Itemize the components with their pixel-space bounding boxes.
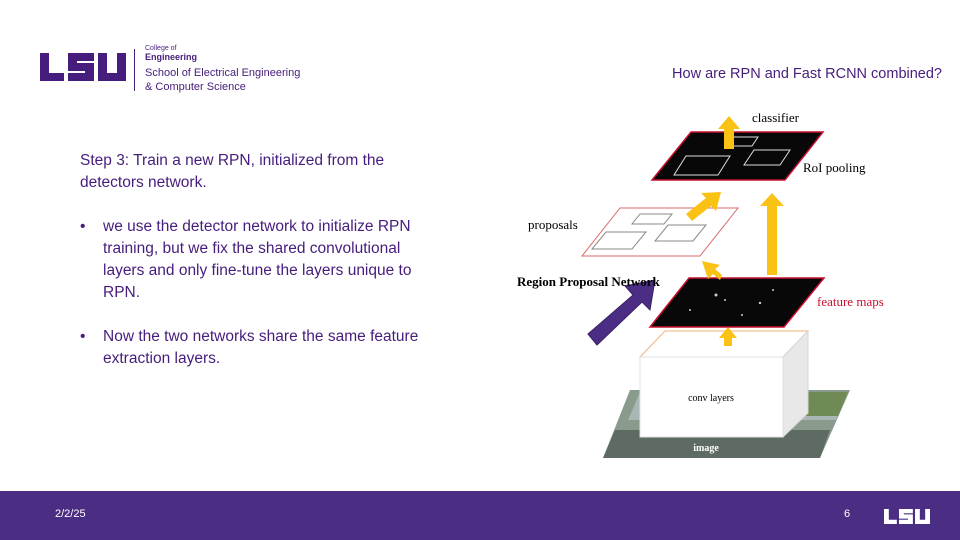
roi-pooling-plane [650, 131, 825, 181]
feature-map-speckles [689, 289, 774, 316]
arrow-up-icon [702, 261, 722, 280]
proposals-label: proposals [528, 217, 578, 232]
step-text: Step 3: Train a new RPN, initialized fro… [80, 152, 385, 191]
bullet-dot: • [80, 218, 86, 235]
footer-lsu-logo [884, 509, 930, 524]
slide-content: Step 3: Train a new RPN, initialized fro… [80, 150, 425, 392]
feature-maps-label: feature maps [817, 294, 884, 309]
lsu-wordmark [40, 53, 126, 81]
bullet-text: we use the detector network to initializ… [103, 218, 412, 301]
faster-rcnn-diagram: image conv layers feature maps Region Pr… [517, 110, 884, 458]
arrow-up-icon [760, 193, 784, 275]
rpn-label: Region Proposal Network [517, 274, 661, 289]
logo-divider [134, 49, 135, 91]
slide-question: How are RPN and Fast RCNN combined? [672, 66, 942, 82]
slide-number: 6 [844, 508, 851, 520]
feature-maps-plane [648, 277, 826, 328]
classifier-label: classifier [752, 110, 800, 125]
bullet-item: • Now the two networks share the same fe… [80, 326, 425, 370]
college-of-engineering: College of Engineering [145, 45, 198, 62]
footer-bar: 2/2/25 6 [0, 491, 960, 540]
bullet-list: • we use the detector network to initial… [80, 216, 425, 370]
arrow-up-icon [686, 192, 721, 221]
school-line-2: & Computer Science [145, 81, 246, 93]
bullet-dot: • [80, 328, 86, 345]
engineering-label: Engineering [145, 52, 198, 62]
footer-date: 2/2/25 [55, 508, 86, 520]
arrow-up-icon [719, 327, 737, 346]
college-of-label: College of [145, 45, 177, 52]
bullet-item: • we use the detector network to initial… [80, 216, 425, 304]
proposal-boxes [590, 213, 708, 250]
purple-pointer-arrow [587, 279, 656, 346]
school-name: School of Electrical Engineering & Compu… [145, 66, 300, 94]
bullet-text: Now the two networks share the same feat… [103, 328, 419, 367]
arrow-up-icon [718, 116, 740, 149]
conv-layers-label: conv layers [688, 393, 734, 404]
school-line-1: School of Electrical Engineering [145, 67, 301, 79]
image-label: image [693, 443, 719, 454]
roi-pooling-label: RoI pooling [803, 160, 866, 175]
conv-layers-block [638, 329, 810, 439]
